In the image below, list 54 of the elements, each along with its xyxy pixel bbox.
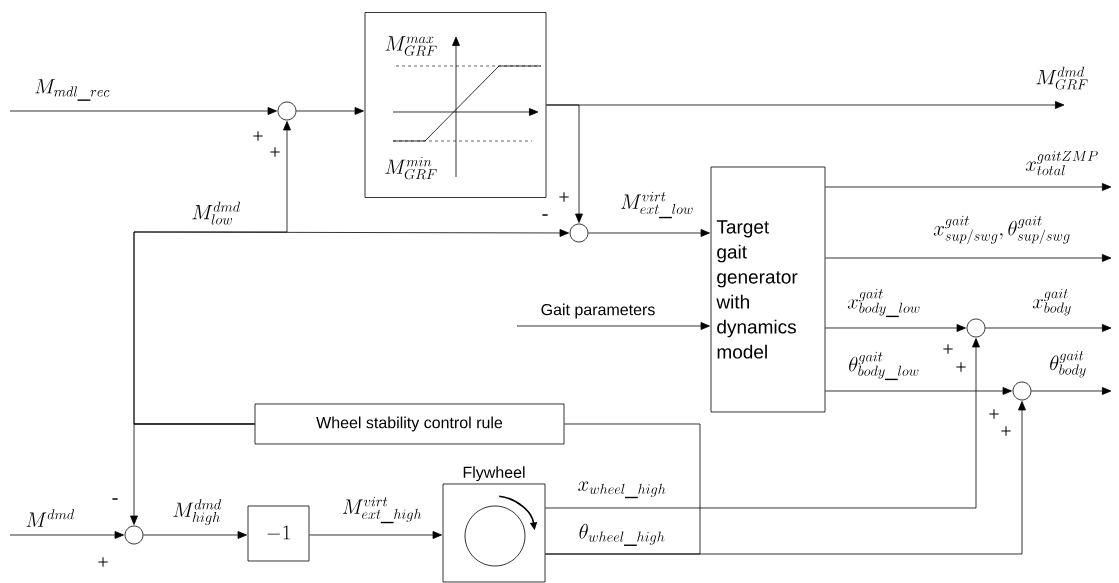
- arrow: [546, 104, 583, 223]
- edge-label: $\theta_{body\_low}^{gait}$: [849, 351, 919, 381]
- sign-label: -: [112, 498, 118, 500]
- edge-label: $x_{sup/swg}^{gait},\theta_{sup/swg}^{gait}$: [933, 215, 1070, 245]
- node-label: Flywheel: [463, 466, 525, 482]
- edge-label: $M_{high}^{dmd}$: [173, 499, 222, 525]
- saturation-box: $M_{GRF}^{max}$ $M_{GRF}^{min}$: [364, 12, 547, 198]
- edge-label: $M_{mdl\_rec}$: [35, 79, 110, 101]
- arrow: [143, 531, 247, 539]
- sign-label: +: [956, 362, 966, 372]
- arrow: [825, 324, 966, 332]
- process-box: Target gait generator with dynamics model: [710, 166, 826, 413]
- summing-junction: [124, 525, 144, 545]
- sign-label: +: [98, 557, 108, 567]
- edge-label: $M_{ext\_high}^{virt}$: [342, 496, 422, 524]
- arrow: [545, 338, 980, 509]
- edge-label: $M_{ext\_low}^{virt}$: [621, 191, 693, 219]
- sign-label: +: [270, 147, 280, 157]
- summing-junction: [569, 223, 589, 243]
- edge-label: $x_{wheel\_high}$: [578, 481, 666, 499]
- edge-label: $M^{dmd}$: [26, 509, 75, 527]
- edge-label: $M_{GRF}^{dmd}$: [1036, 66, 1088, 90]
- arrow: [825, 387, 1012, 395]
- arrow: [296, 107, 364, 115]
- arrow: [9, 107, 277, 115]
- arrow: [588, 229, 710, 237]
- summing-junction: [1012, 381, 1032, 401]
- edge-label: $\theta_{wheel\_high}$: [579, 523, 665, 546]
- arrow: [9, 531, 124, 539]
- arrow: [133, 229, 569, 425]
- edge-label: $x_{body\_low}^{gait}$: [847, 288, 920, 318]
- arrow: [309, 531, 442, 539]
- edge-label: Gait parameters: [541, 303, 655, 319]
- arrow: [825, 254, 1112, 262]
- arrow: [516, 322, 710, 330]
- gain-box: $-1$: [247, 505, 310, 562]
- summing-junction: [966, 318, 986, 338]
- sign-label: +: [253, 131, 263, 141]
- edge-label: $x_{body}^{gait}$: [1032, 288, 1071, 316]
- flywheel-box: Flywheel: [442, 466, 546, 583]
- arrow: [985, 324, 1112, 332]
- sign-label: +: [943, 344, 953, 354]
- arrow: [130, 423, 255, 525]
- edge-label: $x_{total}^{gaitZMP}$: [1025, 150, 1098, 176]
- arrow: [1031, 387, 1112, 395]
- sign-label: +: [559, 192, 569, 202]
- edge-label: $\theta_{body}^{gait}$: [1050, 350, 1086, 378]
- process-box: Wheel stability control rule: [254, 403, 565, 445]
- sign-label: +: [989, 409, 999, 419]
- edge-label: $M_{low}^{dmd}$: [192, 201, 241, 225]
- summing-junction: [277, 101, 297, 121]
- arrow: [825, 183, 1112, 191]
- sign-label: +: [1001, 426, 1011, 436]
- sign-label: -: [542, 214, 548, 216]
